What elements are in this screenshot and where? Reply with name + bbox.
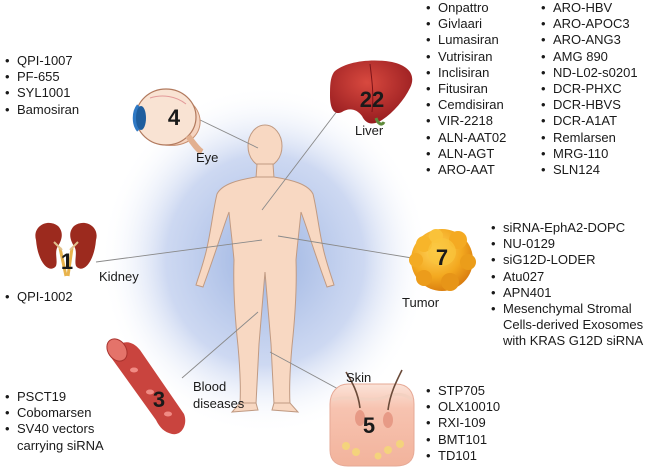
list-item: Inclisiran [426,65,506,81]
list-item: PF-655 [5,69,79,85]
kidney-drug-list: QPI-1002 [5,289,73,305]
blood-label-line1: Blood [193,379,227,394]
list-item: RXI-109 [426,415,500,431]
kidney-connector [95,239,263,263]
list-item: ARO-HBV [541,0,638,16]
list-item-multiline: SV40 vectors carrying siRNA [5,421,104,453]
eye-connector [195,117,259,149]
list-item: AMG 890 [541,49,638,65]
list-item: Fitusiran [426,81,506,97]
list-item: Onpattro [426,0,506,16]
list-item: Cobomarsen [5,405,104,421]
list-item: SLN124 [541,162,638,178]
blood-vessel-illustration [106,338,186,435]
list-item: Givlaari [426,16,506,32]
kidney-count: 1 [60,249,74,274]
blood-drug-list: PSCT19 Cobomarsen SV40 vectors carrying … [5,389,104,454]
list-item: DCR-PHXC [541,81,638,97]
human-body-silhouette [195,124,335,413]
blood-label-line2: diseases [193,396,245,411]
eye-count: 4 [167,105,181,130]
eye-illustration [132,88,204,155]
list-item: siRNA-EphA2-DOPC [491,220,643,236]
tumor-label: Tumor [402,295,440,310]
list-item: ARO-ANG3 [541,32,638,48]
tumor-connector [277,235,413,259]
liver-count: 22 [359,87,385,112]
list-item: PSCT19 [5,389,104,405]
list-item: VIR-2218 [426,113,506,129]
list-item-line: with KRAS G12D siRNA [503,333,644,349]
kidney-label: Kidney [99,269,139,284]
list-item-multiline: Mesenchymal Stromal Cells-derived Exosom… [491,301,643,350]
list-item: ARO-APOC3 [541,16,638,32]
eye-drug-list: QPI-1007 PF-655 SYL1001 Bamosiran [5,53,79,118]
list-item: Remlarsen [541,130,638,146]
list-item: Lumasiran [426,32,506,48]
list-item: NU-0129 [491,236,643,252]
list-item-line: SV40 vectors [17,421,95,437]
list-item-line: carrying siRNA [17,437,104,453]
liver-label: Liver [355,123,384,138]
list-item: QPI-1007 [5,53,79,69]
liver-connector [261,101,345,211]
list-item: ALN-AGT [426,146,506,162]
blood-count: 3 [152,387,166,412]
liver-drug-list-col2: ARO-HBV ARO-APOC3 ARO-ANG3 AMG 890 ND-L0… [541,0,638,178]
list-item-line: Mesenchymal Stromal [503,301,632,317]
liver-illustration [330,60,413,126]
eye-label: Eye [196,150,219,165]
liver-drug-list-col1: Onpattro Givlaari Lumasiran Vutrisiran I… [426,0,506,178]
skin-label: Skin [346,370,372,385]
list-item: Cemdisiran [426,97,506,113]
list-item: ND-L02-s0201 [541,65,638,81]
list-item: APN401 [491,285,643,301]
list-item: OLX10010 [426,399,500,415]
blood-connector [181,311,259,379]
skin-illustration [329,369,415,467]
list-item: DCR-HBVS [541,97,638,113]
connector-lines [95,101,413,391]
kidney-illustration [35,222,97,277]
list-item: DCR-A1AT [541,113,638,129]
list-item: siG12D-LODER [491,252,643,268]
list-item: TD101 [426,448,500,464]
list-item: Atu027 [491,269,643,285]
list-item: MRG-110 [541,146,638,162]
list-item: BMT101 [426,432,500,448]
list-item: Vutrisiran [426,49,506,65]
list-item: SYL1001 [5,85,79,101]
tumor-illustration [409,229,476,291]
list-item-line: Cells-derived Exosomes [503,317,644,333]
skin-connector [269,351,341,391]
tumor-count: 7 [435,245,449,270]
list-item: Bamosiran [5,102,79,118]
list-item: STP705 [426,383,500,399]
list-item: ARO-AAT [426,162,506,178]
list-item: ALN-AAT02 [426,130,506,146]
list-item: QPI-1002 [5,289,73,305]
skin-count: 5 [362,413,376,438]
tumor-drug-list: siRNA-EphA2-DOPC NU-0129 siG12D-LODER At… [491,220,643,350]
skin-drug-list: STP705 OLX10010 RXI-109 BMT101 TD101 [426,383,500,464]
